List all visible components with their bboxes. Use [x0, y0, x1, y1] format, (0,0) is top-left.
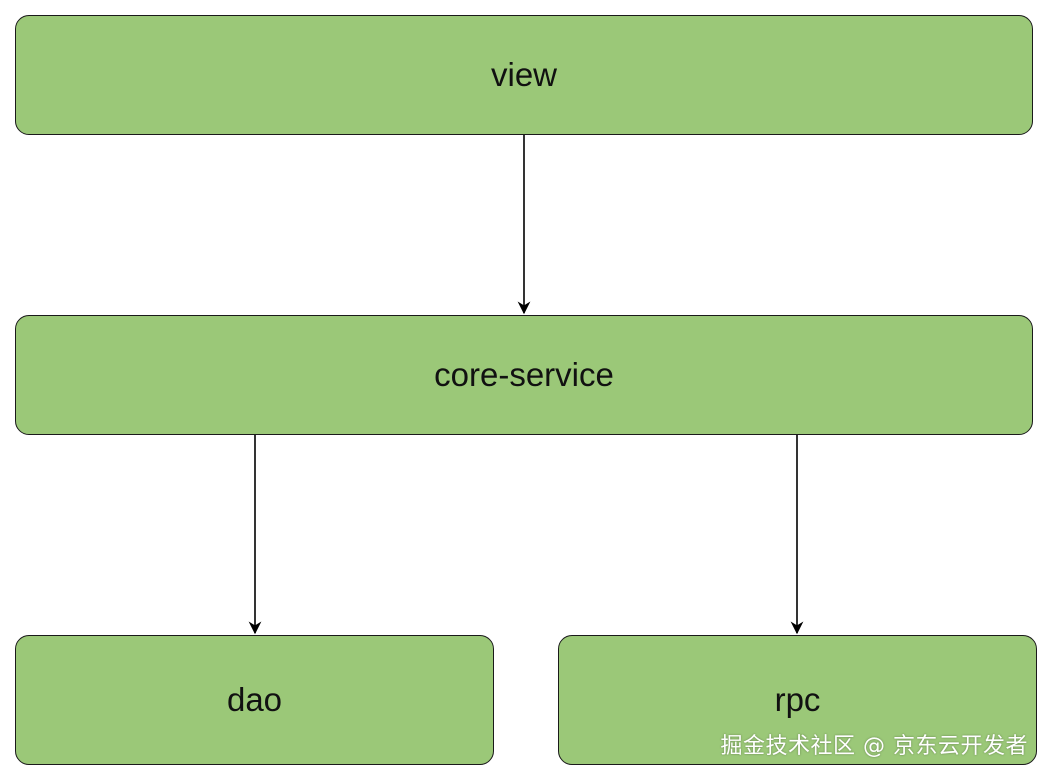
node-dao-label: dao: [226, 681, 283, 718]
node-dao: dao: [15, 635, 494, 765]
watermark-text: 掘金技术社区 @ 京东云开发者: [720, 734, 1028, 759]
node-rpc: rpc: [558, 635, 1037, 765]
node-view-label: view: [490, 56, 558, 93]
node-rpc-label: rpc: [774, 681, 821, 718]
node-core-service: core-service: [15, 315, 1033, 435]
node-view: view: [15, 15, 1033, 135]
node-core-service-label: core-service: [434, 356, 614, 393]
